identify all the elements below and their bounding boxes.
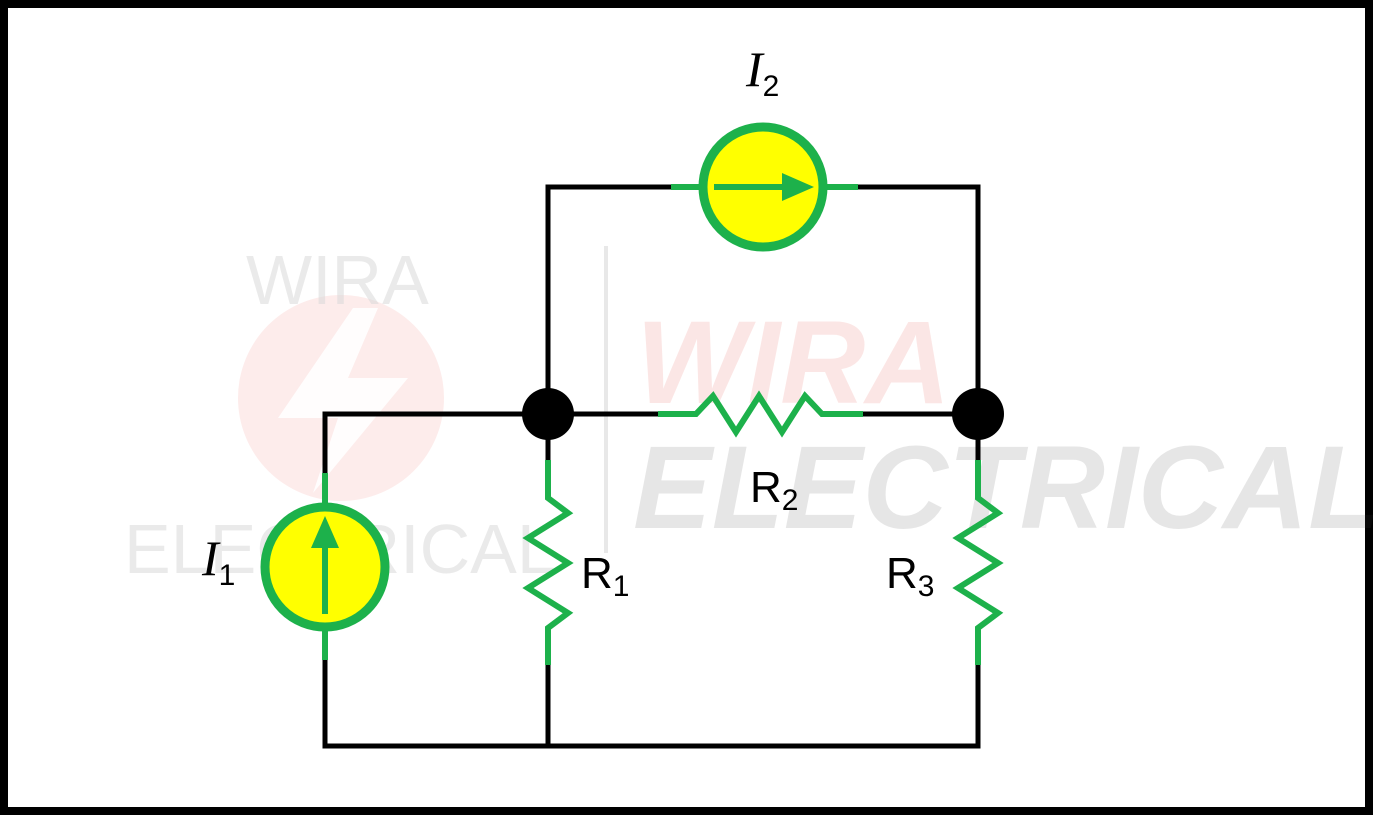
circuit-svg: WIRA ELECTRICAL WIRA ELECTRICAL I2 [124, 41, 1373, 749]
i2-arrow-right-icon [782, 173, 814, 201]
r1-zigzag [522, 460, 574, 665]
wire-mid-left [322, 411, 661, 476]
i2-label: I2 [745, 41, 779, 103]
r2-zigzag [658, 390, 863, 438]
i1-arrow-up-icon [311, 516, 339, 548]
current-source-i2: I2 [671, 41, 858, 252]
current-source-i1: I1 [201, 473, 390, 660]
watermark-big-top: WIRA [636, 297, 951, 429]
resistor-r1: R1 [522, 460, 629, 665]
node-left [522, 388, 574, 440]
wire-top-right [855, 184, 981, 417]
wire-bottom [322, 657, 981, 749]
r3-label: R3 [886, 549, 934, 603]
resistor-r2: R2 [658, 390, 863, 517]
watermark: WIRA ELECTRICAL WIRA ELECTRICAL [124, 241, 1373, 588]
wire-top-left [545, 184, 674, 417]
node-right [952, 388, 1004, 440]
r1-label: R1 [581, 549, 629, 603]
r3-zigzag [952, 460, 1004, 665]
watermark-logo-top: WIRA [246, 241, 429, 319]
r2-label: R2 [750, 463, 798, 517]
wires [322, 184, 981, 749]
i1-label: I1 [201, 530, 235, 592]
watermark-big-bottom: ELECTRICAL [633, 422, 1373, 554]
watermark-bolt-shape [278, 308, 408, 493]
resistor-r3: R3 [886, 460, 1004, 665]
